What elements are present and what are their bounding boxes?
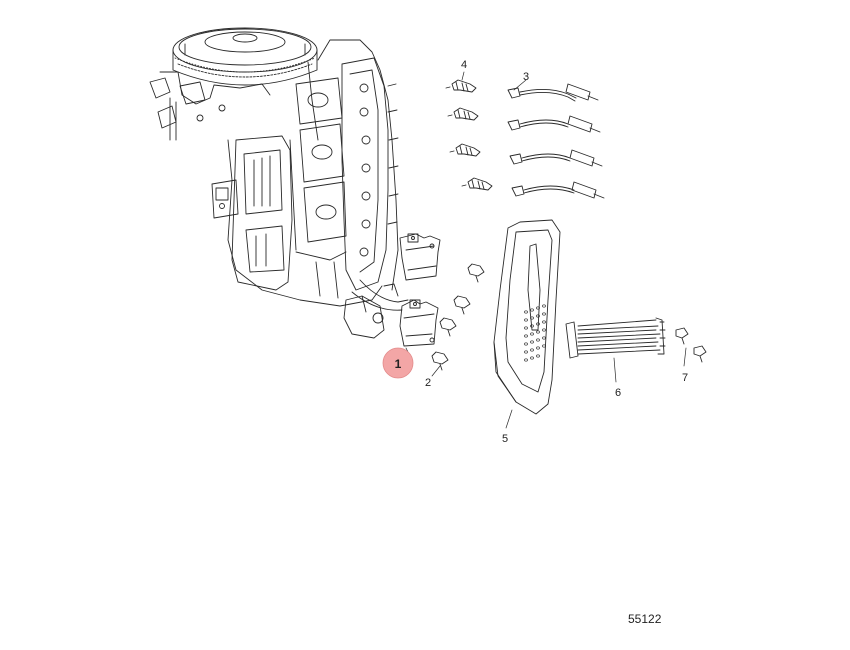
wire-harness [565, 317, 666, 359]
callout-3-label: 3 [523, 71, 529, 83]
coil-bolt [431, 263, 485, 371]
engine-block [149, 27, 409, 339]
cover-screw [675, 327, 707, 363]
callout-1-label: 1 [395, 357, 402, 371]
spark-plug [445, 79, 493, 191]
callout-7-label: 7 [682, 372, 688, 384]
callout-1: 1 [382, 347, 414, 379]
mounting-bracket [211, 135, 293, 291]
spark-plug-wire [507, 83, 605, 199]
flywheel [172, 27, 318, 86]
ignition-coil-lower [399, 299, 439, 347]
figure-number: 55122 [628, 612, 662, 626]
callout-5-label: 5 [502, 433, 508, 445]
callout-4-label: 4 [461, 59, 467, 71]
callout-6-label: 6 [615, 387, 621, 399]
callout-1-highlight [382, 347, 414, 379]
coil-cover [493, 219, 561, 415]
ignition-coil-upper [399, 233, 441, 281]
leader-lines [405, 71, 687, 429]
cover-vent-grid [524, 304, 546, 362]
callout-2-label: 2 [425, 377, 431, 389]
cylinder-head [341, 57, 399, 291]
